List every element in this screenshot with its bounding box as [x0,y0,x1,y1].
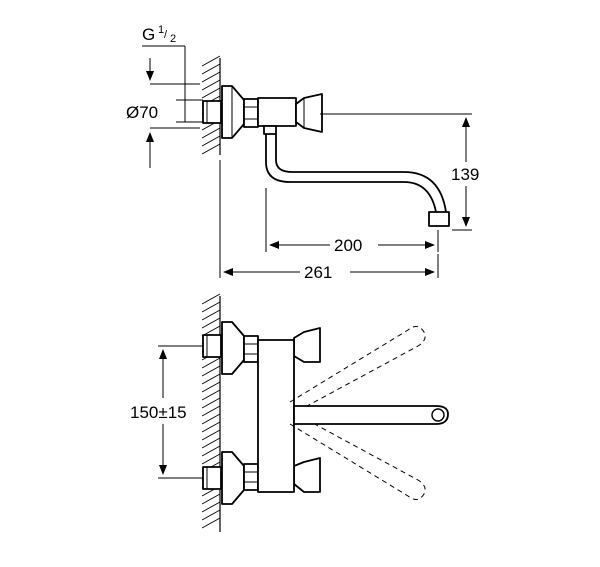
swivel-spout [293,405,449,425]
wall-hatch-line [201,429,221,441]
upper-flange [221,321,245,375]
side-view: G 1 / 2 Ø70 139 200 [126,24,479,282]
wall-front-view [201,293,221,532]
thread-fraction-slash: / [164,29,168,41]
wall-hatch-line [201,143,221,155]
spout [265,134,447,213]
wall-hatch-line [201,381,221,393]
dimension-height: 139 [320,113,479,231]
upper-wall-connector [202,334,222,358]
wall-hatch-line [201,413,221,425]
wall-hatch-line [201,71,221,83]
spout-reach-label: 200 [334,236,362,255]
lower-nut [243,463,259,491]
thread-label: G [142,25,155,44]
dimension-thread: G 1 / 2 [142,24,200,168]
valve-body [257,97,297,127]
handle [295,93,323,133]
flange [221,85,245,139]
wall-hatch-line [201,509,221,521]
wall-hatch-line [201,453,221,465]
wall-hatch-line [201,437,221,449]
mixer-body [257,339,295,493]
dimension-total-reach: 261 [219,160,439,282]
wall-hatch-line [201,445,221,457]
aerator [428,211,450,227]
wall-hatch-line [201,373,221,385]
wall-hatch-line [201,79,221,91]
wall-hatch-line [201,357,221,369]
diameter-label: Ø70 [126,103,158,122]
lower-handle [293,457,321,493]
dimension-spout-reach: 200 [265,188,439,255]
dimension-diameter: Ø70 [126,99,203,123]
nut [243,98,259,128]
wall-hatch-line [201,493,221,505]
wall-hatch-line [201,293,221,305]
thread-fraction-num: 1 [158,24,164,36]
wall-hatch-line [201,365,221,377]
lower-flange [221,451,245,505]
spout-swing-upper [289,326,426,413]
spout-outlet [431,408,445,422]
wall-hatch-line [201,397,221,409]
spout-connector [263,125,277,135]
thread-fraction-den: 2 [170,33,176,45]
lower-wall-connector [202,466,222,490]
wall-hatch-line [201,421,221,433]
wall-hatch-line [201,389,221,401]
wall-hatch-line [201,501,221,513]
upper-handle [293,327,321,363]
center-distance-label: 150±15 [130,403,187,422]
dimension-center-distance: 150±15 [130,345,203,479]
front-view: 150±15 [130,293,449,532]
wall-hatch-line [201,55,221,67]
wall-hatch-line [201,127,221,139]
spout-swing-lower [289,413,426,500]
wall-hatch-line [201,301,221,313]
total-reach-label: 261 [304,263,332,282]
wall-hatch-line [201,317,221,329]
wall-hatch-line [201,135,221,147]
wall-hatch-line [201,63,221,75]
wall-hatch-line [201,309,221,321]
wall-hatch-line [201,87,221,99]
height-label: 139 [451,165,479,184]
wall-hatch-line [201,517,221,529]
wall-connector [202,100,222,124]
wall-hatch-line [201,405,221,417]
upper-nut [243,335,259,363]
